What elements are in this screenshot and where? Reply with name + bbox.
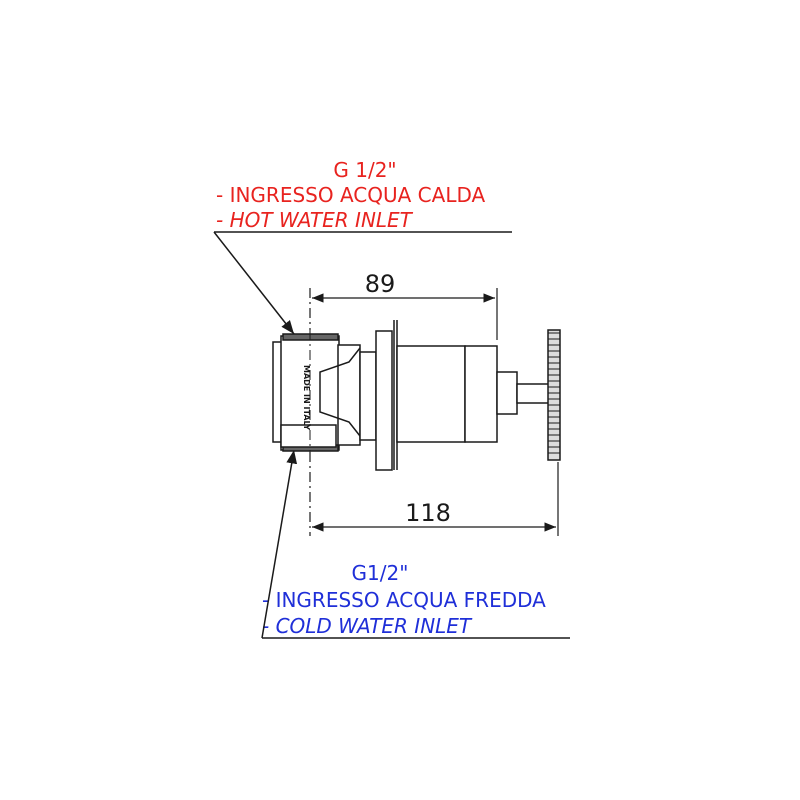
cold-inlet-callout: G1/2" - INGRESSO ACQUA FREDDA - COLD WAT… — [261, 449, 570, 639]
dimension-118: 118 — [309, 452, 559, 536]
made-in-italy-marking: MADE IN ITALY — [302, 365, 311, 430]
dimension-118-label: 118 — [405, 499, 451, 527]
cold-inlet-label-it: - INGRESSO ACQUA FREDDA — [262, 588, 546, 612]
cold-inlet-label-en: - COLD WATER INLET — [262, 614, 473, 638]
dimension-89-label: 89 — [365, 270, 396, 298]
cold-inlet-thread: G1/2" — [352, 561, 409, 585]
dimension-89: 89 — [309, 270, 498, 340]
hot-inlet-label-it: - INGRESSO ACQUA CALDA — [216, 183, 486, 207]
hot-inlet-thread: G 1/2" — [333, 158, 396, 182]
hot-inlet-callout: G 1/2" - INGRESSO ACQUA CALDA - HOT WATE… — [213, 158, 512, 335]
cold-inlet-leader — [261, 449, 298, 639]
valve-body: MADE IN ITALY — [272, 320, 561, 471]
hot-inlet-leader — [213, 231, 295, 335]
hot-inlet-label-en: - HOT WATER INLET — [216, 208, 414, 232]
